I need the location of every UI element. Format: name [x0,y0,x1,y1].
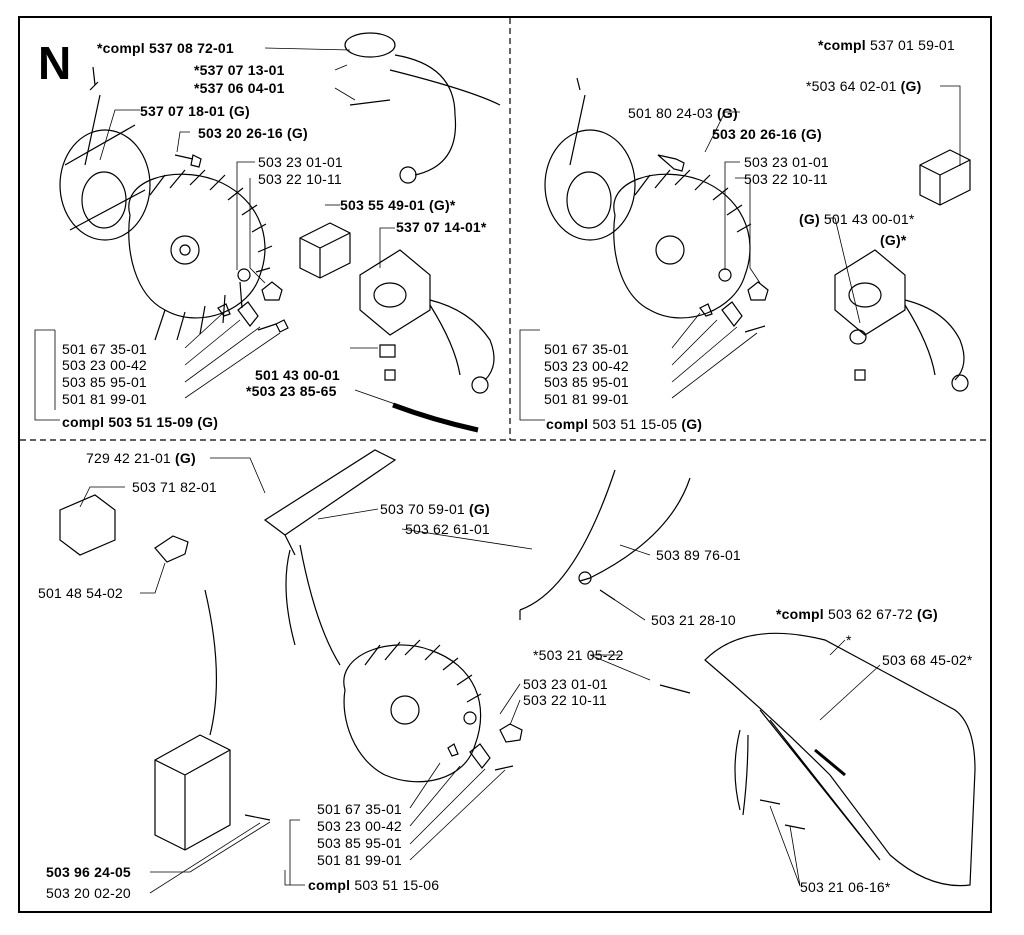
label-503-68-45: 503 68 45-02* [882,652,973,668]
compl-number: 503 62 67-72 [827,606,913,622]
label-503-21-06: 503 21 06-16* [800,879,891,895]
flywheel-icon-3 [343,639,482,783]
g-mark: (G) [175,450,196,466]
label-503-21-28: 503 21 28-10 [651,612,736,628]
label-503-23-00-b: 503 23 00-42 [317,818,402,834]
label-star: * [846,632,852,648]
label-503-64-02: *503 64 02-01 (G) [806,78,922,94]
compl-word: compl [546,416,589,432]
label-compl-537-08-72: *compl 537 08 72-01 [97,40,234,56]
label-501-67-35-b: 501 67 35-01 [317,801,402,817]
label-503-85-95: 503 85 95-01 [62,374,147,390]
screw-icon [257,319,289,333]
diagram-frame [18,16,992,913]
label-537-07-18: 537 07 18-01 (G) [140,103,250,119]
label-501-80-24: 501 80 24-03 (G) [628,105,738,121]
pawl-icon [237,301,259,327]
part-number: 729 42 21-01 [86,450,171,466]
label-503-71-82: 503 71 82-01 [132,479,217,495]
compl-star-text: *compl [818,37,866,53]
g-mark: (G) [799,211,820,227]
compl-number: 537 01 59-01 [869,37,955,53]
coil-plate-icon [359,249,431,336]
compl-number: 503 51 15-05 [592,416,678,432]
ignition-module-icon-2 [544,77,636,241]
label-501-67-35-tr: 501 67 35-01 [544,341,629,357]
g-mark: (G) [717,105,738,121]
part-number: 501 43 00-01* [823,211,915,227]
label-729-42-21: 729 42 21-01 (G) [86,450,196,466]
label-g-star: (G)* [880,232,907,248]
label-503-23-00-tr: 503 23 00-42 [544,358,629,374]
washer-icon [237,268,251,282]
switch-block-icon [59,494,116,556]
knob-icon [154,535,189,563]
switch-icon [299,222,351,279]
label-503-70-59: 503 70 59-01 (G) [380,501,490,517]
switch-icon-2 [919,149,971,206]
nut-icon [261,281,283,301]
bracket-plate-icon [263,449,397,556]
part-number: *503 64 02-01 [806,78,897,94]
label-537-06-04: *537 06 04-01 [194,80,285,96]
label-503-20-26-tr: 503 20 26-16 (G) [712,126,822,142]
label-503-20-02: 503 20 02-20 [46,885,131,901]
section-letter: N [38,37,72,89]
ignition-module-icon [59,66,151,241]
compl-number: 503 51 15-06 [354,877,440,893]
label-503-22-10: 503 22 10-11 [258,171,342,187]
compl-star-text: *compl [776,606,824,622]
ignition-coil-icon [154,734,231,851]
part-number: 501 80 24-03 [628,105,713,121]
g-mark: (G) [900,78,922,94]
label-501-43-00-tr: (G) 501 43 00-01* [799,211,915,227]
label-503-23-01: 503 23 01-01 [258,154,343,170]
label-503-23-01-tr: 503 23 01-01 [744,154,829,170]
label-503-21-05: *503 21 05-22 [533,647,624,663]
key-icon [217,303,231,317]
label-compl-503-51-15-06: compl 503 51 15-06 [308,877,439,893]
connector-icon [344,32,396,58]
label-503-23-01-b: 503 23 01-01 [523,676,608,692]
label-compl-503-62-67: *compl 503 62 67-72 (G) [776,606,938,622]
label-503-22-10-tr: 503 22 10-11 [744,171,828,187]
label-537-07-14: 537 07 14-01* [396,219,487,235]
g-mark: (G) [469,501,490,517]
label-501-43-00: 501 43 00-01 [255,367,340,383]
part-number: 503 70 59-01 [380,501,465,517]
label-537-07-13: *537 07 13-01 [194,62,285,78]
wire-icon [519,469,616,620]
label-compl-503-51-15-09: compl 503 51 15-09 (G) [62,414,219,430]
coil-plate-icon-2 [834,249,906,336]
label-503-23-85: *503 23 85-65 [246,383,337,399]
flywheel-icon-2 [613,169,752,319]
g-mark: (G) [917,606,938,622]
label-501-81-99-b: 501 81 99-01 [317,852,402,868]
label-503-55-49: 503 55 49-01 (G)* [340,197,456,213]
label-compl-503-51-15-05: compl 503 51 15-05 (G) [546,416,702,432]
label-compl-537-01-59: *compl 537 01 59-01 [818,37,955,53]
label-501-81-99: 501 81 99-01 [62,391,147,407]
handle-bar-icon [704,632,976,887]
flywheel-icon [128,169,273,341]
label-503-62-61: 503 62 61-01 [405,521,490,537]
label-503-20-26: 503 20 26-16 (G) [198,125,308,141]
label-501-81-99-tr: 501 81 99-01 [544,391,629,407]
screw-icon-2 [174,154,202,168]
label-503-85-95-b: 503 85 95-01 [317,835,402,851]
label-503-89-76: 503 89 76-01 [656,547,741,563]
label-503-85-95-tr: 503 85 95-01 [544,374,629,390]
compl-word: compl [308,877,351,893]
label-503-23-00: 503 23 00-42 [62,357,147,373]
label-501-67-35: 501 67 35-01 [62,341,147,357]
label-503-22-10-b: 503 22 10-11 [523,692,607,708]
g-mark: (G) [681,416,703,432]
label-503-96-24: 503 96 24-05 [46,864,131,880]
label-501-48-54: 501 48 54-02 [38,585,123,601]
